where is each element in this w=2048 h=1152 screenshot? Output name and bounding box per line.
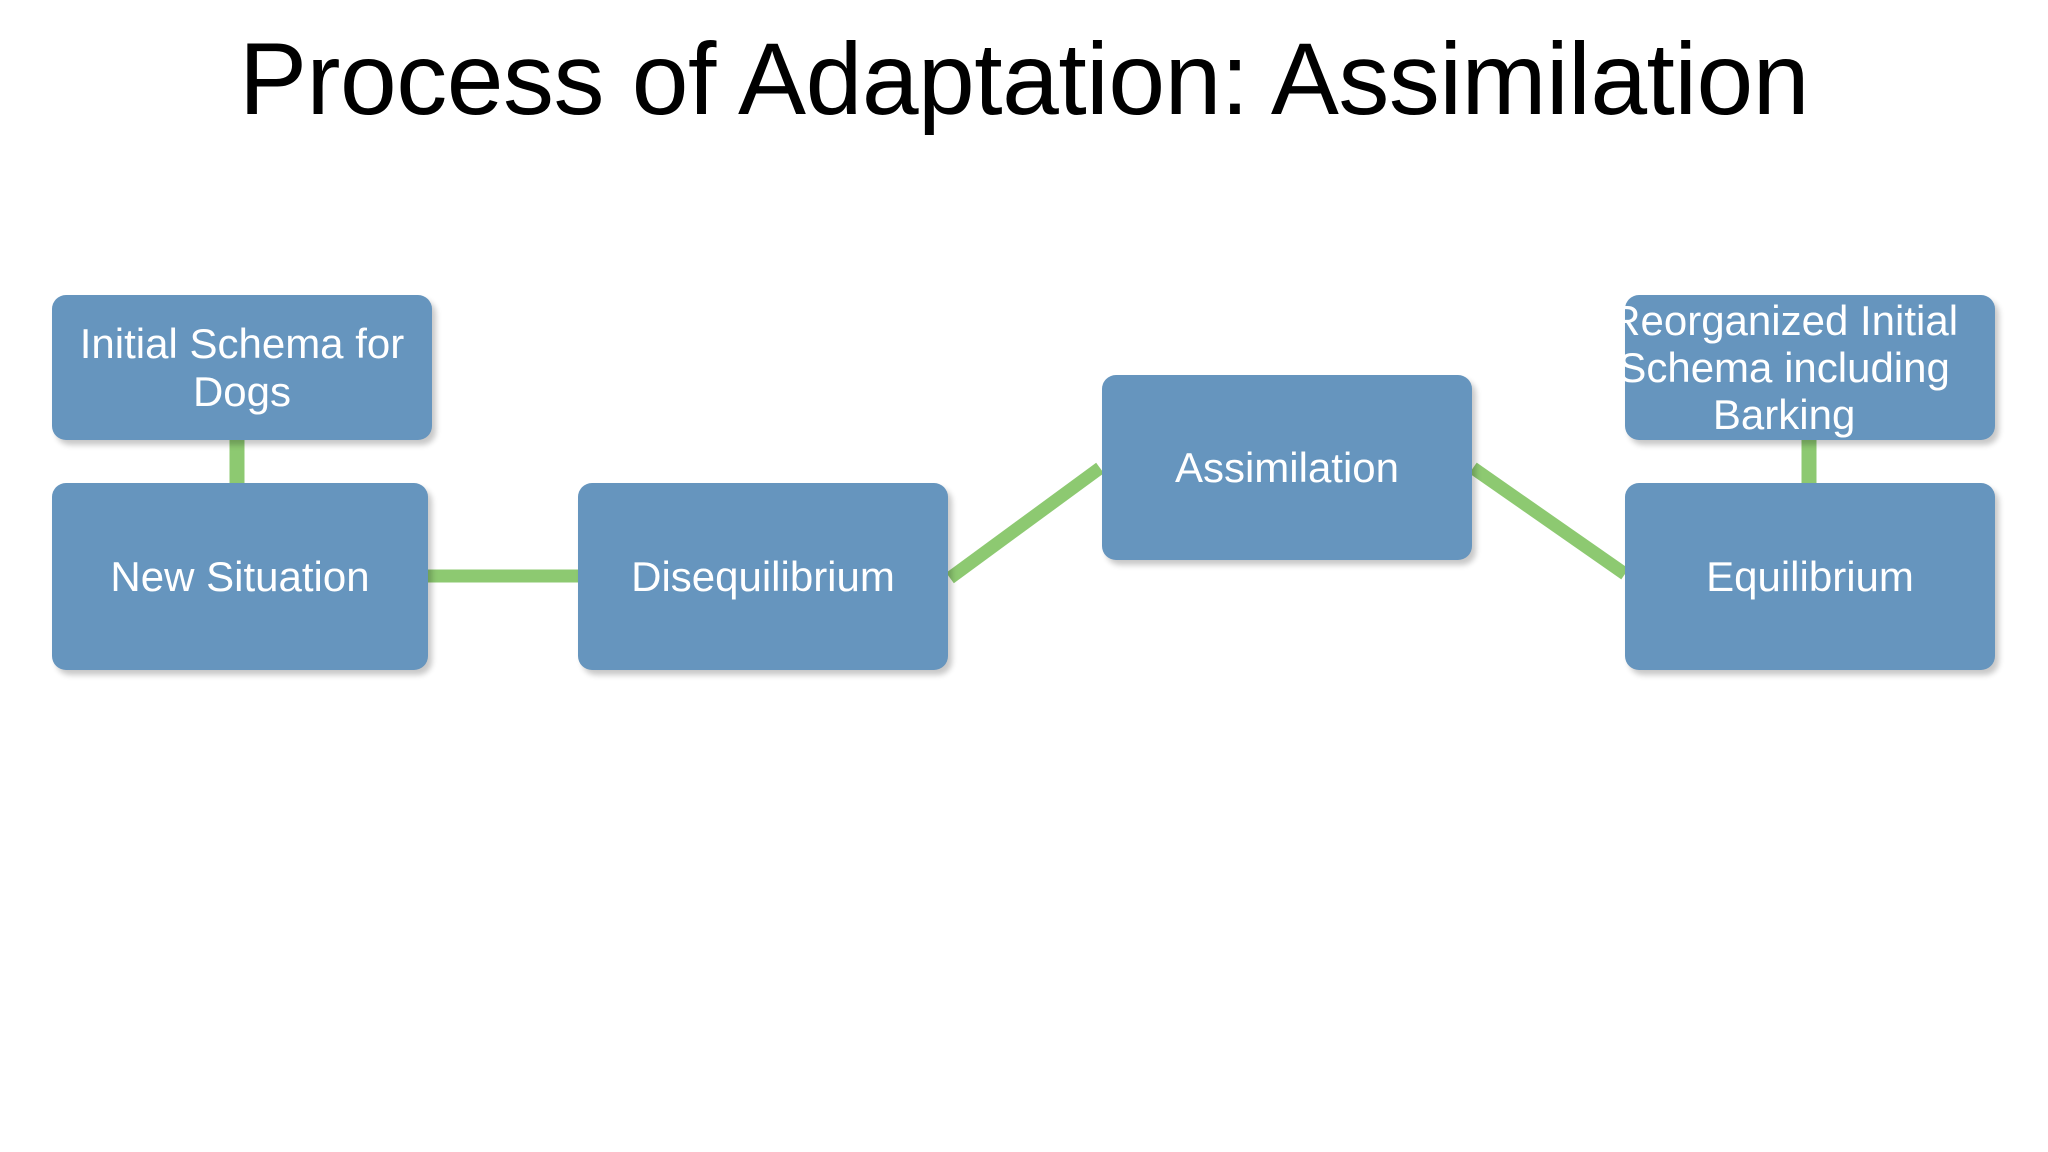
node-new-situation[interactable]: New Situation [52,483,428,670]
connector-assimilation-to-equilibrium [1469,462,1629,580]
page-title: Process of Adaptation: Assimilation [238,22,1810,136]
node-disequilibrium[interactable]: Disequilibrium [578,483,948,670]
node-initial-schema-for-dogs[interactable]: Initial Schema for Dogs [52,295,432,440]
node-label: Equilibrium [1706,552,1914,600]
node-assimilation[interactable]: Assimilation [1102,375,1472,560]
node-equilibrium[interactable]: Equilibrium [1625,483,1995,670]
connector-disequilibrium-to-assimilation [946,462,1104,584]
node-label: Initial Schema for Dogs [79,320,405,415]
node-reorganized-initial-schema-including-barking[interactable]: Reorganized Initial Schema including Bar… [1610,295,1995,440]
node-label: New Situation [110,552,370,600]
node-label: Assimilation [1174,443,1400,491]
node-label: Disequilibrium [631,552,895,600]
node-label: Reorganized Initial Schema including Bar… [1610,296,1959,439]
